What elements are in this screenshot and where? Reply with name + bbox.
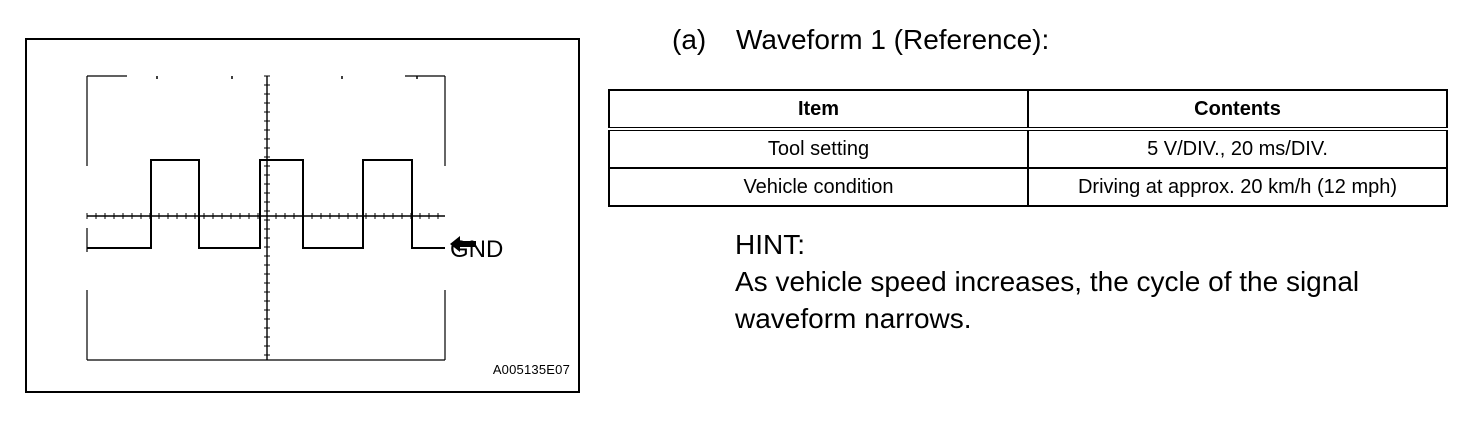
spec-table: Item Contents Tool setting 5 V/DIV., 20 … [608, 89, 1448, 207]
table-cell: Tool setting [608, 128, 1029, 169]
table-row: Vehicle condition Driving at approx. 20 … [608, 167, 1448, 207]
waveform-trace [87, 159, 445, 249]
table-row: Tool setting 5 V/DIV., 20 ms/DIV. [608, 128, 1448, 169]
section-title: Waveform 1 (Reference): [736, 24, 1050, 55]
ground-marker: GND [450, 236, 503, 264]
table-header-contents: Contents [1027, 89, 1448, 131]
table-cell: 5 V/DIV., 20 ms/DIV. [1027, 128, 1448, 169]
table-cell: Driving at approx. 20 km/h (12 mph) [1027, 167, 1448, 207]
section-heading: (a) Waveform 1 (Reference): [672, 24, 1049, 56]
left-arrow-icon [450, 236, 476, 252]
oscilloscope-grid [86, 75, 446, 361]
oscilloscope-figure: GND A005135E07 [25, 38, 580, 393]
hint-block: HINT: As vehicle speed increases, the cy… [735, 226, 1455, 337]
figure-id: A005135E07 [492, 362, 570, 377]
hint-heading: HINT: [735, 229, 805, 260]
hint-text: As vehicle speed increases, the cycle of… [735, 266, 1360, 334]
table-header-row: Item Contents [608, 89, 1448, 131]
table-cell: Vehicle condition [608, 167, 1029, 207]
section-number: (a) [672, 24, 707, 55]
oscilloscope-screen [86, 75, 446, 361]
table-header-item: Item [608, 89, 1029, 131]
